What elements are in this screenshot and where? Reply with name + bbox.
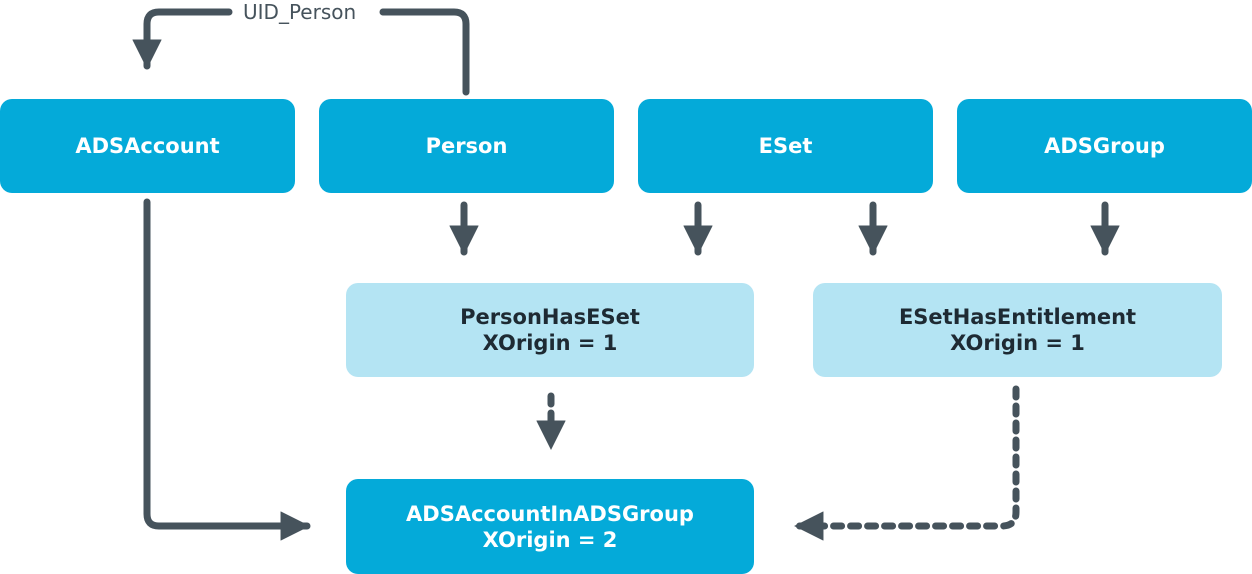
uid-person-label: UID_Person <box>237 0 363 24</box>
personhaseset-title: PersonHasESet <box>460 305 640 329</box>
adsgroup-node: ADSGroup <box>957 99 1252 193</box>
adsaccountinadsgroup-xorigin: XOrigin = 2 <box>482 527 618 552</box>
adsgroup-title: ADSGroup <box>1044 134 1165 158</box>
esethasentitlement-to-adsaccountinadsgroup-arrow <box>793 385 1020 541</box>
adsaccount-title: ADSAccount <box>75 134 220 158</box>
eset-title: ESet <box>758 134 813 158</box>
personhaseset-node: PersonHasESet XOrigin = 1 <box>346 283 754 377</box>
adsaccountinadsgroup-title: ADSAccountInADSGroup <box>406 501 694 526</box>
eset-node: ESet <box>638 99 933 193</box>
adsaccountinadsgroup-node: ADSAccountInADSGroup XOrigin = 2 <box>346 479 754 574</box>
esethasentitlement-node: ESetHasEntitlement XOrigin = 1 <box>813 283 1222 377</box>
person-title: Person <box>425 134 508 158</box>
personhaseset-xorigin: XOrigin = 1 <box>482 331 618 355</box>
person-node: Person <box>319 99 614 193</box>
esethasentitlement-xorigin: XOrigin = 1 <box>950 331 1085 355</box>
uid-person-connector <box>147 8 470 92</box>
adsaccount-node: ADSAccount <box>0 99 295 193</box>
adsaccount-to-adsaccountinadsgroup-arrow <box>143 198 311 541</box>
esethasentitlement-title: ESetHasEntitlement <box>898 305 1137 329</box>
